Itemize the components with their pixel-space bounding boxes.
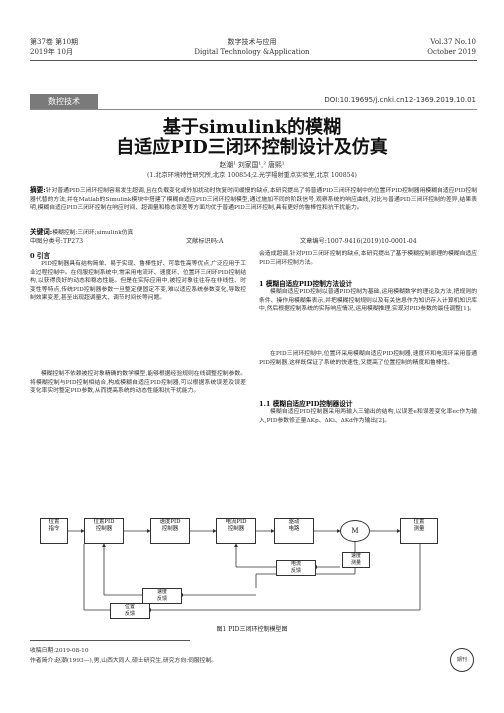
title-line-1: 基于simulink的模糊 (162, 117, 342, 138)
figure-1-caption: 图1 PID三闭环控制模型图 (216, 626, 288, 633)
journal-name-en: Digital Technology &Application (194, 48, 310, 56)
doi: DOI:10.19695/j.cnki.cn12-1369.2019.10.01 (324, 96, 476, 104)
affiliation: (1.北京环境特性研究所,北京 100854;2.光学辐射重点实验室,北京 10… (147, 172, 357, 179)
current-feedback-label: 电流 反馈 (290, 561, 301, 574)
journal-date: 2019年 10月 (30, 48, 73, 56)
received-date: 收稿日期:2019-08-10 (30, 648, 89, 654)
keywords-text: 模糊控制;三闭环;simulink仿真 (52, 230, 134, 236)
journal-stamp-icon: 期刊 (450, 648, 474, 672)
driver-box: 驱动 电路 (274, 518, 314, 544)
volume-en: Vol.37 No.10 (430, 38, 476, 46)
position-pid-label: 位置PID 控制器 (93, 519, 115, 532)
speed-pid-label: 速度PID 控制器 (159, 519, 181, 532)
authors: 赵潮¹ 刘家国¹,² 唐熙¹ (219, 161, 285, 169)
position-feedback-box: 位置 反馈 (110, 603, 150, 619)
article-number: 文章编号:1007-9416(2019)10-0001-04 (300, 238, 417, 245)
current-pid-label: 电流PID 控制器 (225, 519, 247, 532)
right-para-1: 会造成超调,针对PID三闭环控制的缺点,本研究提出了基于模糊控制原理的模糊自适应… (259, 251, 477, 266)
clc-number: 中图分类号:TP273 (30, 238, 84, 245)
section-tag: 数控技术 (30, 94, 98, 109)
document-code: 文献标识码:A (186, 238, 224, 245)
speed-measure-label: 速度 测量 (350, 553, 361, 566)
position-command-label: 位置 指令 (48, 519, 60, 532)
motor-label: M (351, 527, 359, 535)
date-en: October 2019 (427, 48, 476, 56)
keywords: 关键词:模糊控制;三闭环;simulink仿真 (30, 228, 477, 238)
section-0-para-2: 模糊控制不依赖被控对象精确的数学模型,能够根据经验规则在线调整控制参数。将模糊控… (30, 371, 246, 395)
section-1-para-2: 在PID三闭环控制中,位置环采用模糊自适应PID控制器,速度环和电流环采用普通P… (259, 351, 477, 366)
stamp-label: 期刊 (456, 657, 467, 663)
current-pid-box: 电流PID 控制器 (216, 518, 256, 544)
journal-volume: 第37卷 第10期 (30, 38, 79, 46)
speed-feedback-box: 速度 反馈 (142, 588, 182, 604)
speed-feedback-label: 速度 反馈 (156, 589, 167, 602)
figure-1-connectors (66, 529, 421, 612)
keywords-label: 关键词: (30, 228, 53, 236)
driver-label: 驱动 电路 (288, 519, 300, 532)
current-feedback-box: 电流 反馈 (276, 560, 316, 576)
abstract: 摘要:针对普通PID三闭环控制容易发生超调,且在负载变化或外加扰动时恢复时间缓慢… (30, 186, 477, 213)
position-measure-box: 位置 测量 (400, 518, 438, 544)
journal-name-cn: 数字技术与应用 (227, 38, 277, 46)
section-1-1-para-1: 模糊自适应PID控制器采用两输入三输出的结构,以误差e和误差变化率ec作为输入,… (259, 409, 477, 424)
section-0-para-1: PID控制器具有结构简单、易于实现、鲁棒性好、可靠性高等优点,广泛应用于工业过程… (30, 261, 246, 302)
author-bio: 作者简介:赵潮(1993—),男,山西大同人,硕士研究生,研究方向:伺服控制。 (30, 658, 218, 664)
speed-measure-box: 速度 测量 (342, 552, 370, 568)
section-1-title: 1 模糊自适应PID控制方法设计 (259, 280, 353, 288)
motor-circle: M (340, 520, 370, 542)
section-1-para-1: 模糊自适应PID控制以普通PID控制为基础,运用模糊数学的理论及方法,把规则的条… (259, 289, 477, 313)
section-1-1-title: 1.1 模糊自适应PID控制器设计 (259, 400, 353, 408)
section-0-title: 0 引言 (30, 252, 51, 260)
header-rule (30, 60, 477, 61)
position-pid-box: 位置PID 控制器 (84, 518, 124, 544)
position-measure-label: 位置 测量 (413, 519, 425, 532)
abstract-label: 摘要: (30, 186, 46, 194)
tag-rule (30, 109, 477, 110)
position-feedback-label: 位置 反馈 (124, 604, 135, 617)
abstract-text: 针对普通PID三闭环控制容易发生超调,且在负载变化或外加扰动时恢复时间缓慢的缺点… (30, 188, 477, 212)
position-command-box: 位置 指令 (40, 518, 68, 544)
speed-pid-box: 速度PID 控制器 (150, 518, 190, 544)
footnote-rule (30, 640, 190, 641)
figure-1: 位置 指令 位置PID 控制器 速度PID 控制器 电流PID 控制器 驱动 电… (40, 518, 470, 619)
title-line-2: 自适应PID三闭环控制设计及仿真 (116, 137, 388, 158)
